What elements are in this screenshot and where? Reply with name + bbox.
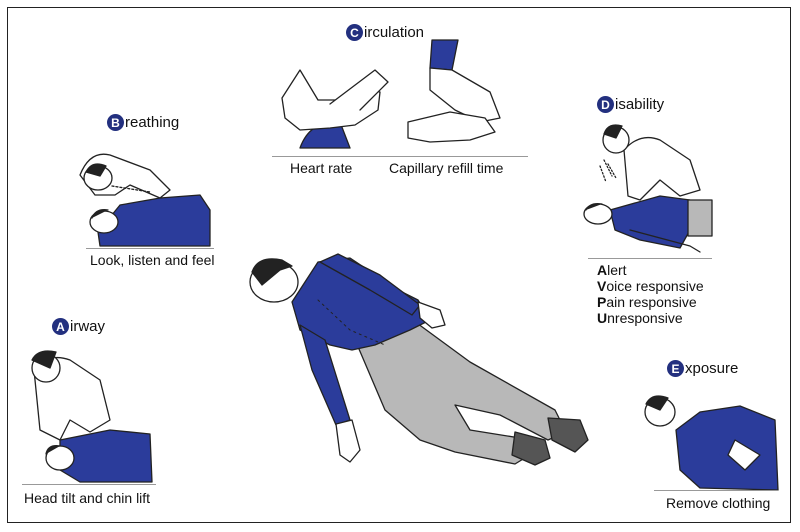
exposure-patient-shirt — [675, 405, 779, 491]
avpu-letter: V — [597, 278, 607, 294]
disability-patient-shirt — [609, 195, 691, 249]
patient-shoe-left — [511, 431, 551, 466]
disability-illustration — [583, 124, 713, 253]
airway-illustration — [31, 350, 153, 483]
avpu-text: nresponsive — [607, 310, 683, 326]
airway-badge: A — [52, 318, 69, 335]
exposure-badge: E — [667, 360, 684, 377]
avpu-letter: U — [597, 310, 608, 326]
disability-rule — [588, 258, 712, 259]
exposure-rule — [654, 490, 778, 491]
breathing-caption: Look, listen and feel — [90, 252, 215, 268]
breathing-badge: B — [107, 114, 124, 131]
circulation-caption-heart-rate: Heart rate — [290, 160, 353, 176]
disability-title-text: isability — [615, 96, 665, 113]
avpu-item: Voice responsive — [597, 278, 704, 294]
breathing-patient-shirt — [97, 194, 211, 247]
circulation-badge: C — [346, 24, 363, 41]
circulation-rule — [272, 156, 528, 157]
circulation-sleeve-right — [429, 39, 459, 71]
avpu-text: ain responsive — [606, 294, 697, 310]
exposure-title-text: xposure — [685, 360, 739, 377]
airway-title-text: irway — [70, 318, 106, 335]
avpu-text: oice responsive — [606, 278, 704, 294]
circulation-title-text: irculation — [364, 24, 425, 41]
circulation-caption-capillary-refill: Capillary refill time — [389, 160, 504, 176]
breathing-title-text: reathing — [125, 114, 180, 131]
avpu-item: Alert — [597, 262, 704, 278]
breathing-rule — [86, 248, 214, 249]
avpu-letter: A — [597, 262, 608, 278]
disability-rescuer — [623, 136, 701, 201]
disability-badge: D — [597, 96, 614, 113]
avpu-text: lert — [607, 262, 627, 278]
airway-rule — [22, 484, 156, 485]
disability-patient-trousers — [687, 199, 713, 237]
patient-hair — [251, 258, 293, 286]
exposure-illustration — [644, 395, 779, 491]
patient-shoe-right — [547, 417, 589, 453]
circulation-illustration — [281, 39, 501, 149]
patient-trousers — [355, 317, 567, 465]
patient-hand-left — [335, 419, 361, 463]
airway-caption: Head tilt and chin lift — [24, 490, 151, 506]
avpu-item: Unresponsive — [597, 310, 704, 326]
avpu-letter: P — [597, 294, 607, 310]
avpu-item: Pain responsive — [597, 294, 704, 310]
avpu-list: Alert Voice responsive Pain responsive U… — [597, 262, 704, 326]
patient-hand-right — [417, 301, 446, 329]
central-patient-figure — [249, 253, 589, 466]
exposure-caption: Remove clothing — [666, 495, 771, 511]
breathing-illustration — [79, 153, 211, 247]
